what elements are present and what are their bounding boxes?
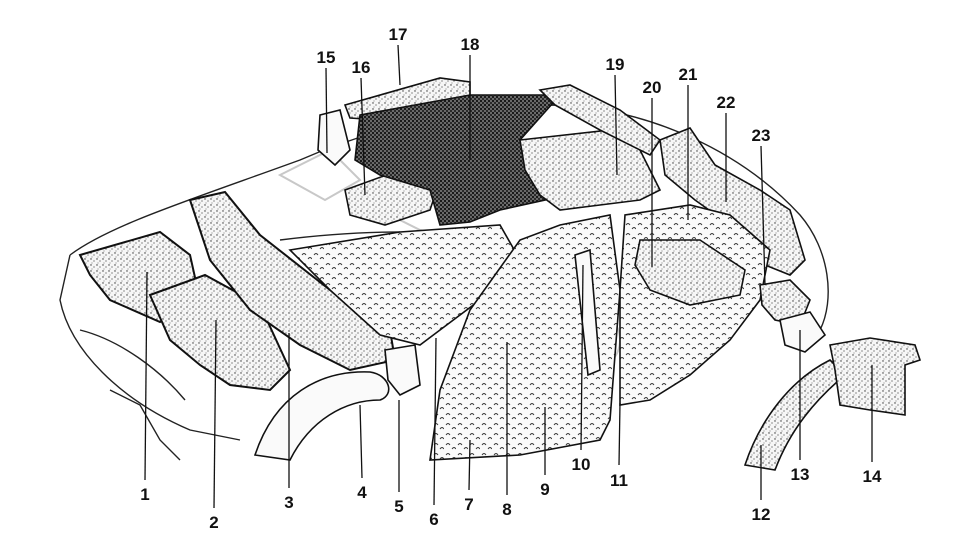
callout-7: 7 <box>464 495 473 514</box>
callout-2: 2 <box>209 513 218 532</box>
part-11-rear-door-trim <box>619 204 771 406</box>
part-7-front-door-trim <box>429 214 621 461</box>
callout-15: 15 <box>317 48 336 67</box>
part-12-rear-wheelhouse-liner <box>743 359 847 471</box>
callout-14: 14 <box>863 467 882 486</box>
part-19-rear-rail <box>538 84 662 157</box>
callout-19: 19 <box>606 55 625 74</box>
callout-21: 21 <box>679 65 698 84</box>
callout-labels: 1 2 3 4 5 6 7 8 9 10 11 12 13 14 15 16 1… <box>140 25 882 532</box>
part-10-door-strip <box>574 248 601 377</box>
callout-18: 18 <box>461 35 480 54</box>
part-5-bracket <box>384 344 421 397</box>
callout-9: 9 <box>540 480 549 499</box>
callout-22: 22 <box>717 93 736 112</box>
callout-5: 5 <box>394 497 403 516</box>
callout-3: 3 <box>284 493 293 512</box>
callout-17: 17 <box>389 25 408 44</box>
callout-1: 1 <box>140 485 149 504</box>
callout-13: 13 <box>791 465 810 484</box>
callout-10: 10 <box>572 455 591 474</box>
leader-lines <box>144 44 873 509</box>
part-6-floor-silencer <box>288 224 521 346</box>
callout-23: 23 <box>752 126 771 145</box>
callout-16: 16 <box>352 58 371 77</box>
callout-12: 12 <box>752 505 771 524</box>
callout-8: 8 <box>502 500 511 519</box>
callout-4: 4 <box>357 483 367 502</box>
callout-20: 20 <box>643 78 662 97</box>
part-22-rear-side-panel <box>659 127 806 276</box>
part-14-rear-quarter-liner <box>829 337 922 416</box>
part-20-rear-door-pad <box>634 239 746 306</box>
part-13-bracket <box>779 311 827 353</box>
callout-11: 11 <box>610 471 628 490</box>
callout-6: 6 <box>429 510 438 529</box>
part-15-pillar-trim <box>317 109 351 167</box>
